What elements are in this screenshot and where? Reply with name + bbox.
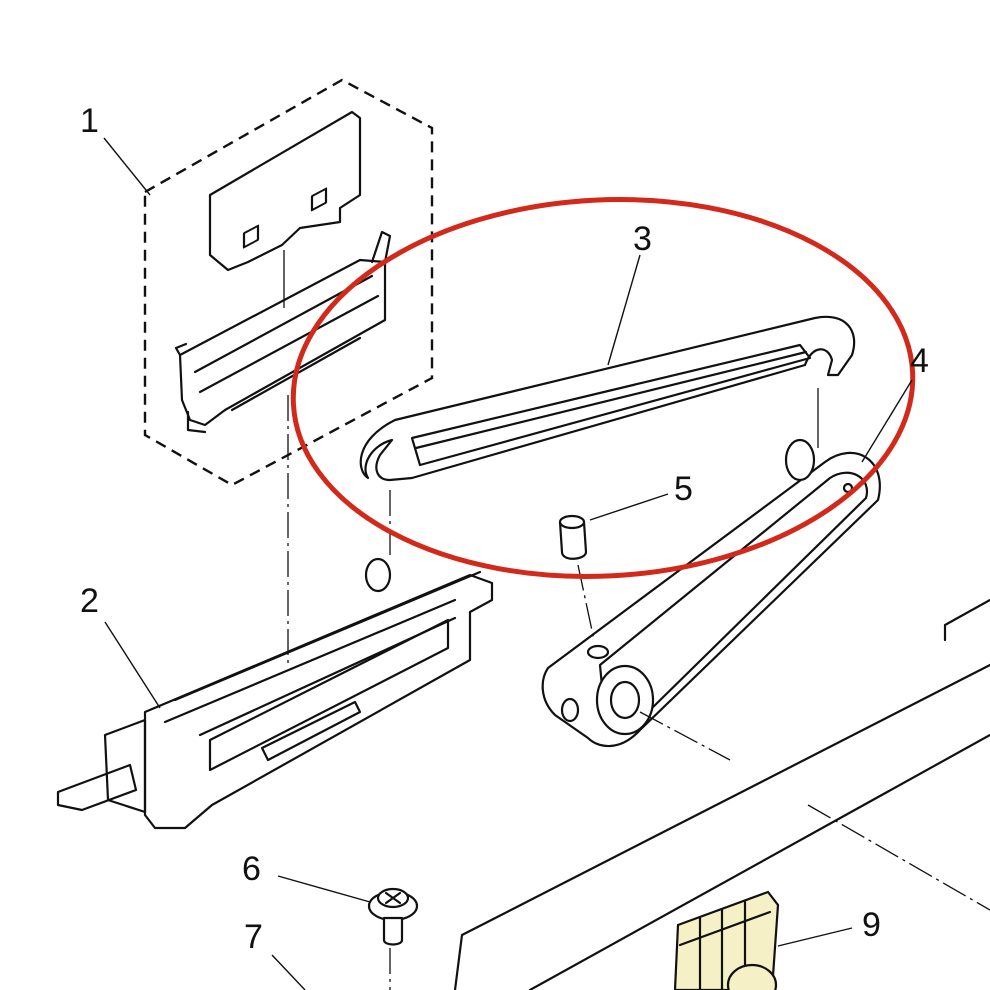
part-6-screw-cross bbox=[384, 891, 402, 905]
part-4-end-boss bbox=[784, 438, 816, 482]
leader-9 bbox=[777, 927, 853, 947]
part-2-tab bbox=[56, 763, 138, 812]
leader-2 bbox=[104, 621, 161, 709]
alignment-line-pivot bbox=[639, 711, 731, 761]
part-4-pin-hole bbox=[586, 644, 610, 660]
callout-3: 3 bbox=[633, 220, 652, 258]
alignment-line-rail bbox=[807, 804, 990, 911]
callout-6: 6 bbox=[242, 850, 261, 888]
leader-6 bbox=[277, 875, 371, 903]
part-3-inner-slot-edge bbox=[414, 350, 808, 450]
callout-9: 9 bbox=[862, 906, 881, 944]
part-4-link-arm[interactable] bbox=[541, 438, 881, 748]
leader-4 bbox=[861, 379, 913, 463]
leader-3 bbox=[607, 254, 641, 366]
part-9-clamp[interactable] bbox=[673, 890, 780, 990]
leader-5 bbox=[589, 493, 669, 521]
part-3-inner-slot bbox=[410, 343, 812, 467]
frame-rail bbox=[453, 598, 990, 990]
part-2-window bbox=[208, 618, 450, 772]
frame-rail-edge bbox=[528, 733, 990, 990]
leader-7 bbox=[271, 954, 306, 990]
part-9-clamp-hub bbox=[726, 963, 778, 990]
frame-rail-top bbox=[943, 598, 990, 642]
assembly-1-dashed-outline bbox=[143, 78, 434, 487]
callout-7: 7 bbox=[244, 918, 263, 956]
part-3-slide-bar[interactable] bbox=[359, 315, 856, 482]
leader-1 bbox=[103, 137, 151, 196]
frame-rail-lower bbox=[453, 663, 990, 990]
callout-2: 2 bbox=[80, 582, 99, 620]
highlight-ellipse bbox=[290, 197, 916, 579]
part-2-end-block bbox=[103, 718, 147, 814]
assembly-1-holder-latch bbox=[370, 230, 392, 264]
part-4-arm-body bbox=[541, 451, 881, 748]
part-5-pin[interactable] bbox=[558, 514, 588, 560]
callout-5: 5 bbox=[674, 470, 693, 508]
part-2-bracket[interactable] bbox=[56, 557, 494, 830]
part-4-hole bbox=[560, 697, 580, 723]
part-6-screw-shank bbox=[382, 916, 404, 946]
part-2-body bbox=[143, 573, 494, 830]
part-3-bar-outline bbox=[359, 315, 856, 482]
assembly-1-plate-slot-left bbox=[242, 224, 260, 249]
callout-leaders bbox=[103, 137, 913, 990]
assembly-1-plate-slot-right bbox=[310, 187, 328, 212]
callout-4: 4 bbox=[910, 342, 929, 380]
part-6-screw[interactable] bbox=[367, 887, 419, 946]
part-2-slot bbox=[260, 700, 362, 762]
assembly-1-holder-foot bbox=[174, 342, 207, 434]
part-2-pin bbox=[364, 557, 392, 593]
part-4-pivot-inner bbox=[609, 680, 641, 720]
part-9-clamp-ridges bbox=[678, 900, 772, 990]
callout-1: 1 bbox=[80, 102, 99, 140]
assembly-1-plate bbox=[208, 110, 362, 272]
part-5-pin-body bbox=[558, 520, 588, 560]
part-5-pin-top bbox=[558, 514, 586, 530]
